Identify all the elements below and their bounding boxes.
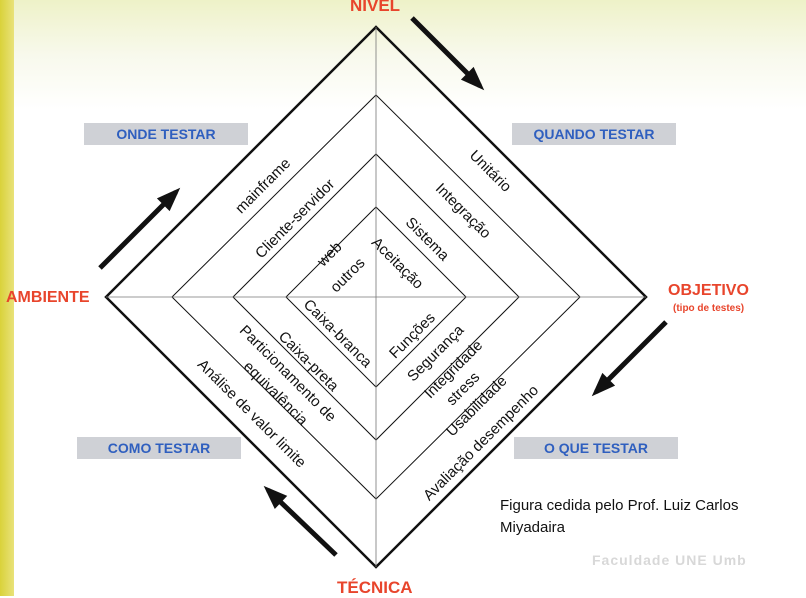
- axis-label-nivel: NÍVEL: [350, 0, 401, 15]
- arrow-bottom-left-head: [263, 485, 288, 509]
- axis-lines: [106, 27, 646, 567]
- faded-footer-text: Faculdade UNE Umb: [592, 552, 747, 568]
- figure-credit-line-1: Figura cedida pelo Prof. Luiz Carlos: [500, 497, 739, 514]
- axis-label-tecnica: TÉCNICA: [337, 578, 413, 597]
- quadrant-label-o-que-testar: O QUE TESTAR: [514, 437, 678, 459]
- left-accent-bar: [0, 0, 14, 596]
- axis-label-objetivo: OBJETIVO: [668, 282, 749, 299]
- figure-credit: Figura cedida pelo Prof. Luiz Carlos Miy…: [500, 495, 790, 539]
- quadrant-label-quando-testar: QUANDO TESTAR: [512, 123, 676, 145]
- quadrant-label-como-testar: COMO TESTAR: [77, 437, 241, 459]
- quadrant-label-onde-testar: ONDE TESTAR: [84, 123, 248, 145]
- arrow-left-top-head: [156, 187, 181, 212]
- axis-sublabel-tipo-de-testes: (tipo de testes): [673, 303, 745, 314]
- arrow-top-right-head: [460, 66, 485, 91]
- figure-credit-line-2: Miyadaira: [500, 519, 566, 536]
- axis-label-ambiente: AMBIENTE: [6, 289, 90, 306]
- arrows: [98, 16, 668, 557]
- arrow-right-bottom-head: [591, 372, 616, 397]
